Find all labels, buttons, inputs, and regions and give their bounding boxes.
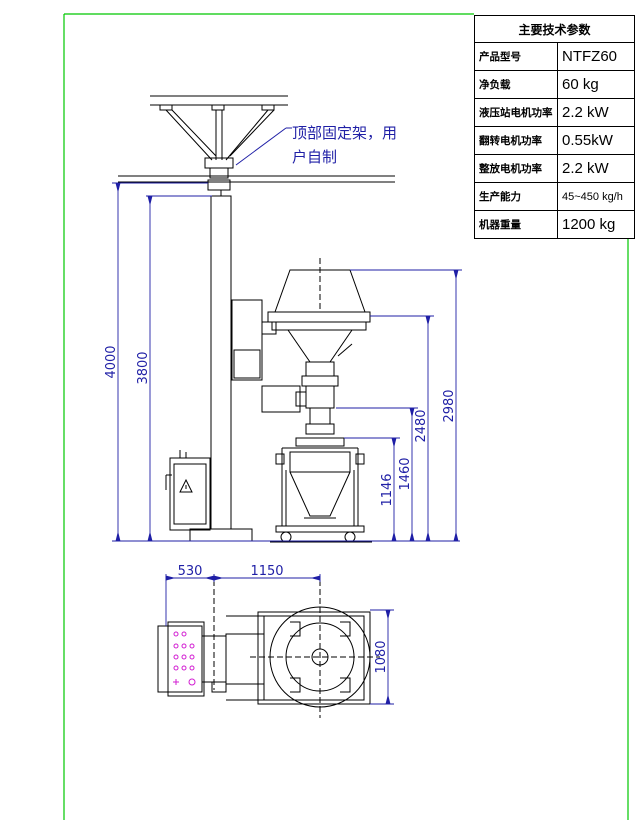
spec-row-model: 产品型号 NTFZ60 [474,42,635,71]
spec-value: 2.2 kW [557,98,635,127]
dimension-530: 530 [178,564,203,579]
spec-value: 0.55kW [557,126,635,155]
spec-label: 整放电机功率 [474,154,558,183]
annotation-leader [235,127,292,166]
dimension-1080: 1080 [374,640,389,673]
spec-label: 产品型号 [474,42,558,71]
spec-row-net-load: 净负载 60 kg [474,70,635,99]
control-cabinet [165,450,211,531]
spec-table-title: 主要技术参数 [474,15,635,43]
spec-value: 2.2 kW [557,154,635,183]
spec-row-capacity: 生产能力 45~450 kg/h [474,182,635,211]
plan-dimensions [165,574,394,705]
elevation-dimensions [112,182,462,542]
spec-label: 净负载 [474,70,558,99]
plan-view [157,580,380,718]
spec-row-flip-power: 翻转电机功率 0.55kW [474,126,635,155]
dimension-3800: 3800 [136,351,151,384]
feed-hopper [261,258,371,435]
spec-label: 翻转电机功率 [474,126,558,155]
drawing-frame [63,13,629,820]
spec-table: 主要技术参数 产品型号 NTFZ60 净负载 60 kg 液压站电机功率 2.2… [474,15,635,239]
spec-row-discharge-power: 整放电机功率 2.2 kW [474,154,635,183]
dimension-4000: 4000 [104,345,119,378]
spec-label: 生产能力 [474,182,558,211]
spec-row-hydraulic-power: 液压站电机功率 2.2 kW [474,98,635,127]
spec-label: 机器重量 [474,210,558,239]
spec-table-header: 主要技术参数 [474,15,635,43]
spec-value: 1200 kg [557,210,635,239]
dimension-1146: 1146 [380,473,395,506]
annotation-line-1: 顶部固定架，用 [292,124,397,142]
spec-value: NTFZ60 [557,42,635,71]
lifting-column [189,190,277,542]
dimension-1150: 1150 [250,564,283,579]
annotation-line-2: 户自制 [292,148,337,166]
spec-label: 液压站电机功率 [474,98,558,127]
bag-station [270,437,372,543]
spec-value: 45~450 kg/h [557,182,635,211]
dimension-2480: 2480 [414,409,429,442]
top-fixing-frame [118,95,395,191]
spec-value: 60 kg [557,70,635,99]
dimension-2980: 2980 [442,389,457,422]
spec-row-weight: 机器重量 1200 kg [474,210,635,239]
dimension-1460: 1460 [398,457,413,490]
control-panel-buttons [173,631,196,686]
